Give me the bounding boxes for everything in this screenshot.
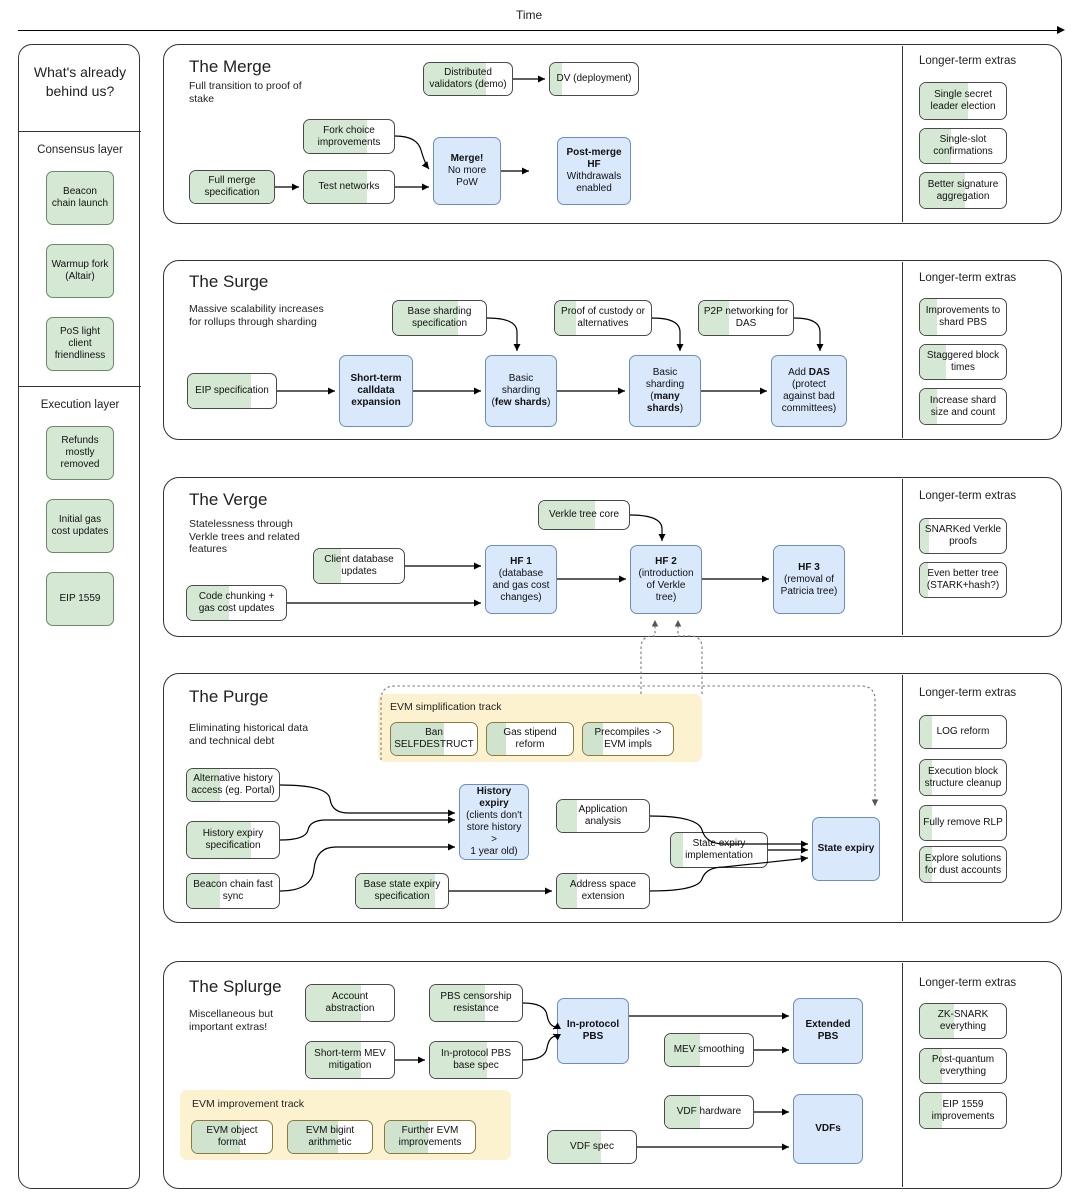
node-ban-selfdestruct[interactable]: Ban SELFDESTRUCT — [390, 722, 478, 756]
node-mev-smoothing[interactable]: MEV smoothing — [664, 1033, 754, 1067]
extra-execution-block-structure-cleanup[interactable]: Execution block structure cleanup — [919, 759, 1007, 796]
node-application-analysis[interactable]: Application analysis — [556, 799, 650, 833]
sidebar-divider — [19, 386, 141, 388]
section-title-surge: The Surge — [189, 272, 269, 291]
node-eip-specification[interactable]: EIP specification — [187, 373, 277, 409]
node-gas-stipend-reform[interactable]: Gas stipend reform — [486, 722, 574, 756]
extras-title-verge: Longer-term extras — [919, 490, 1017, 502]
node-client-database-updates[interactable]: Client database updates — [313, 548, 405, 584]
section-subtitle-surge: Massive scalability increases for rollup… — [189, 303, 324, 328]
section-subtitle-splurge: Miscellaneous but important extras! — [189, 1008, 274, 1033]
section-subtitle-merge: Full transition to proof of stake — [189, 80, 302, 105]
sidebar-item-refunds-removed[interactable]: Refunds mostly removed — [46, 426, 114, 480]
section-title-purge: The Purge — [189, 687, 269, 706]
node-beacon-chain-fast-sync[interactable]: Beacon chain fast sync — [186, 873, 280, 909]
extras-separator-merge — [902, 46, 904, 222]
extras-title-surge: Longer-term extras — [919, 272, 1017, 284]
node-evm-bigint-arithmetic[interactable]: EVM bigint arithmetic — [287, 1120, 373, 1154]
node-short-term-mev-mitigation[interactable]: Short-term MEV mitigation — [305, 1041, 395, 1079]
sidebar-item-warmup-fork[interactable]: Warmup fork (Altair) — [46, 244, 114, 298]
extra-eip-1559-improvements[interactable]: EIP 1559 improvements — [919, 1092, 1007, 1129]
extras-title-splurge: Longer-term extras — [919, 977, 1017, 989]
node-address-space-extension[interactable]: Address space extension — [556, 873, 650, 909]
node-precompiles-to-evm-impls[interactable]: Precompiles -> EVM impls — [582, 722, 674, 756]
extras-title-purge: Longer-term extras — [919, 687, 1017, 699]
extras-separator-splurge — [902, 963, 904, 1187]
node-base-state-expiry-specification[interactable]: Base state expiry specification — [355, 873, 449, 909]
extras-separator-verge — [902, 479, 904, 635]
sidebar-item-initial-gas-cost-updates[interactable]: Initial gas cost updates — [46, 499, 114, 553]
extras-separator-surge — [902, 262, 904, 438]
extras-title-merge: Longer-term extras — [919, 55, 1017, 67]
sidebar-item-pos-light-client[interactable]: PoS light client friendliness — [46, 317, 114, 371]
time-axis-arrow-icon — [1057, 26, 1065, 34]
node-state-expiry[interactable]: State expiry — [812, 817, 880, 881]
sidebar-heading: What's already behind us? — [33, 64, 127, 99]
extra-improvements-to-shard-pbs[interactable]: Improvements to shard PBS — [919, 298, 1007, 336]
section-subtitle-verge: Statelessness through Verkle trees and r… — [189, 518, 300, 555]
node-in-protocol-pbs-base-spec[interactable]: In-protocol PBS base spec — [429, 1041, 523, 1079]
extra-single-slot-confirmations[interactable]: Single-slot confirmations — [919, 128, 1007, 164]
section-panel-surge — [163, 260, 1062, 440]
evm-improvement-track-label: EVM improvement track — [192, 1098, 305, 1110]
evm-simplification-track-label: EVM simplification track — [390, 701, 502, 713]
sidebar-group-label-execution: Execution layer — [40, 399, 120, 411]
sidebar-group-label-consensus: Consensus layer — [37, 144, 123, 156]
node-distributed-validators-demo[interactable]: Distributed validators (demo) — [423, 62, 513, 96]
node-state-expiry-implementation[interactable]: State expiry implementation — [670, 832, 768, 868]
node-proof-of-custody[interactable]: Proof of custody or alternatives — [554, 300, 652, 336]
extra-snarked-verkle-proofs[interactable]: SNARKed Verkle proofs — [919, 518, 1007, 554]
sidebar-divider — [19, 131, 141, 133]
extra-even-better-tree[interactable]: Even better tree (STARK+hash?) — [919, 562, 1007, 598]
extra-single-secret-leader-election[interactable]: Single secret leader election — [919, 82, 1007, 120]
node-verkle-tree-core[interactable]: Verkle tree core — [538, 500, 630, 530]
node-evm-object-format[interactable]: EVM object format — [191, 1120, 273, 1154]
node-fork-choice-improvements[interactable]: Fork choice improvements — [303, 119, 395, 154]
sidebar-already-behind-us: What's already behind us? Consensus laye… — [18, 44, 141, 1189]
node-vdfs[interactable]: VDFs — [793, 1094, 863, 1164]
sidebar-item-eip-1559[interactable]: EIP 1559 — [46, 572, 114, 626]
extra-log-reform[interactable]: LOG reform — [919, 715, 1007, 749]
node-further-evm-improvements[interactable]: Further EVM improvements — [384, 1120, 476, 1154]
node-full-merge-specification[interactable]: Full merge specification — [189, 170, 275, 204]
node-pbs-censorship-resistance[interactable]: PBS censorship resistance — [429, 984, 523, 1022]
node-vdf-spec[interactable]: VDF spec — [547, 1130, 637, 1164]
node-p2p-networking-das[interactable]: P2P networking for DAS — [698, 300, 794, 336]
time-axis-line — [18, 30, 1062, 31]
extra-zk-snark-everything[interactable]: ZK-SNARK everything — [919, 1003, 1007, 1039]
section-subtitle-purge: Eliminating historical data and technica… — [189, 722, 309, 747]
node-code-chunking-gas-cost-updates[interactable]: Code chunking + gas cost updates — [186, 585, 287, 621]
node-dv-deployment[interactable]: DV (deployment) — [549, 62, 639, 96]
node-vdf-hardware[interactable]: VDF hardware — [664, 1095, 754, 1129]
extra-explore-solutions-for-dust-accounts[interactable]: Explore solutions for dust accounts — [919, 846, 1007, 883]
extra-increase-shard-size-and-count[interactable]: Increase shard size and count — [919, 388, 1007, 425]
section-title-merge: The Merge — [189, 57, 272, 76]
section-title-splurge: The Splurge — [189, 977, 282, 996]
node-account-abstraction[interactable]: Account abstraction — [305, 984, 395, 1022]
node-test-networks[interactable]: Test networks — [303, 170, 395, 204]
extra-fully-remove-rlp[interactable]: Fully remove RLP — [919, 805, 1007, 841]
time-axis-label: Time — [516, 8, 543, 22]
node-history-expiry-specification[interactable]: History expiry specification — [186, 821, 280, 859]
node-alternative-history-access[interactable]: Alternative history access (eg. Portal) — [186, 768, 280, 802]
sidebar-item-beacon-chain-launch[interactable]: Beacon chain launch — [46, 171, 114, 225]
extra-better-signature-aggregation[interactable]: Better signature aggregation — [919, 172, 1007, 209]
node-base-sharding-specification[interactable]: Base sharding specification — [392, 300, 487, 336]
extras-separator-purge — [902, 675, 904, 921]
extra-staggered-block-times[interactable]: Staggered block times — [919, 344, 1007, 380]
extra-post-quantum-everything[interactable]: Post-quantum everything — [919, 1048, 1007, 1084]
section-title-verge: The Verge — [189, 490, 268, 509]
